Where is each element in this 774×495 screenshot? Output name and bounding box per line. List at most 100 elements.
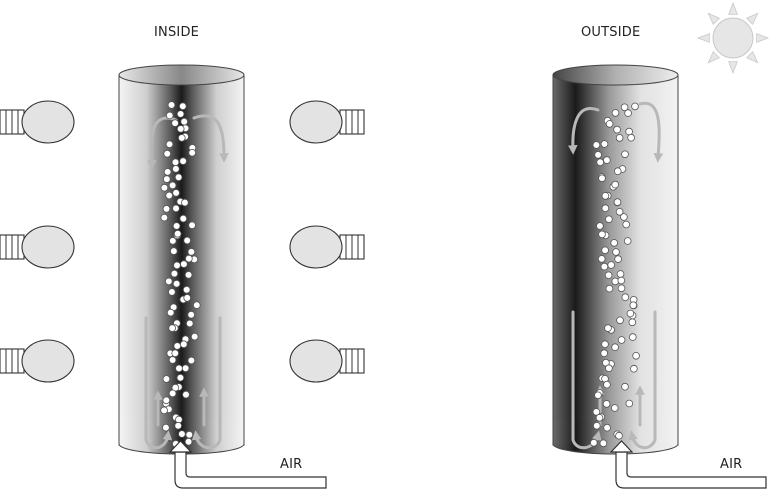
air-bubble [178, 430, 186, 438]
air-bubble [187, 356, 196, 365]
air-bubble [174, 421, 183, 430]
air-bubble [601, 204, 610, 213]
air-bubble [622, 220, 630, 229]
air-bubble [601, 246, 609, 255]
air-bubble [628, 333, 637, 341]
air-bubble [168, 324, 177, 332]
air-bubble [182, 285, 191, 294]
sun-ray [746, 12, 759, 25]
air-bubble [179, 157, 187, 165]
air-bubble [632, 351, 640, 360]
air-bubble [615, 134, 624, 142]
air-bubble [594, 151, 602, 159]
circulation-arrow-icon [192, 114, 229, 163]
air-bubble [592, 141, 601, 149]
air-bubble [605, 215, 613, 224]
air-bubble [169, 237, 177, 245]
air-bubble [613, 125, 621, 134]
air-label-inside: AIR [280, 457, 303, 472]
air-bubble [620, 103, 629, 112]
air-bubble [599, 439, 608, 448]
air-bubble [172, 204, 180, 213]
air-bubble [630, 364, 638, 373]
air-bubble [172, 189, 180, 197]
light-bulb-icon [289, 225, 365, 269]
air-bubble [628, 318, 637, 327]
air-bubble [617, 276, 626, 285]
air-bubble [621, 382, 629, 391]
air-bubble [613, 198, 622, 206]
air-bubble [604, 324, 612, 332]
sun-ray [746, 51, 759, 64]
air-bubble [173, 261, 181, 270]
air-bubble [594, 391, 602, 400]
air-bubble [163, 168, 172, 176]
air-bubble [162, 423, 170, 432]
air-bubble [160, 183, 169, 192]
air-bubble [173, 342, 182, 350]
air-bubble [616, 270, 625, 278]
air-bubble [179, 214, 188, 223]
air-bubble [160, 213, 169, 222]
circulation-arrow-icon [144, 316, 173, 450]
air-bubble [624, 109, 632, 117]
circulation-arrow-icon [567, 107, 600, 155]
air-bubble [162, 375, 171, 383]
air-bubble [166, 308, 175, 317]
air-bubble [185, 254, 193, 263]
air-bubble [172, 165, 180, 173]
air-bubble [180, 340, 188, 349]
air-bubble [598, 230, 606, 239]
air-bubble [596, 158, 604, 167]
air-bubble [620, 213, 628, 221]
outside-air-bubbles [589, 102, 640, 448]
circulation-arrow-icon [191, 316, 222, 450]
air-label-outside: AIR [720, 457, 743, 472]
air-bubble [605, 284, 614, 293]
air-bubble [172, 279, 181, 288]
air-bubble [187, 310, 196, 319]
air-bubble [167, 101, 176, 109]
circulation-arrow-icon [571, 310, 602, 450]
air-bubble [186, 319, 194, 328]
inside-air-bubbles [160, 101, 201, 448]
air-bubble [615, 208, 624, 216]
air-bubble [183, 236, 192, 245]
outside-air-pipe [609, 440, 767, 489]
air-bubble [601, 340, 609, 349]
inside-label: INSIDE [154, 25, 200, 40]
air-bubble [592, 421, 601, 430]
air-bubble [600, 349, 608, 358]
sun-ray [728, 61, 738, 75]
outside-circulation-arrows [567, 101, 664, 450]
air-bubble [589, 438, 598, 447]
air-bubble [174, 173, 183, 182]
air-bubble [171, 349, 180, 358]
air-bubble [631, 102, 639, 111]
air-bubble [611, 109, 620, 117]
outside-label: OUTSIDE [581, 25, 641, 40]
air-bubble [181, 364, 190, 373]
air-bubble [611, 180, 619, 189]
light-bulb-icon [289, 339, 365, 383]
air-bubble [603, 156, 611, 164]
air-bubble [614, 255, 622, 263]
sun-ray [728, 1, 738, 15]
air-bubble [160, 406, 168, 415]
air-bubble [600, 140, 609, 148]
air-bubble [193, 301, 201, 309]
sun-ray [756, 33, 770, 43]
air-bubble [179, 102, 187, 110]
air-bubble [190, 332, 199, 341]
air-bubble [176, 373, 185, 382]
air-bubble [185, 430, 194, 439]
air-bubble [603, 423, 611, 432]
air-bubble [601, 192, 610, 200]
air-bubble [625, 399, 634, 408]
air-bubble [168, 356, 177, 364]
air-bubble [183, 294, 192, 302]
air-bubble [605, 364, 613, 373]
air-bubble [615, 431, 623, 440]
